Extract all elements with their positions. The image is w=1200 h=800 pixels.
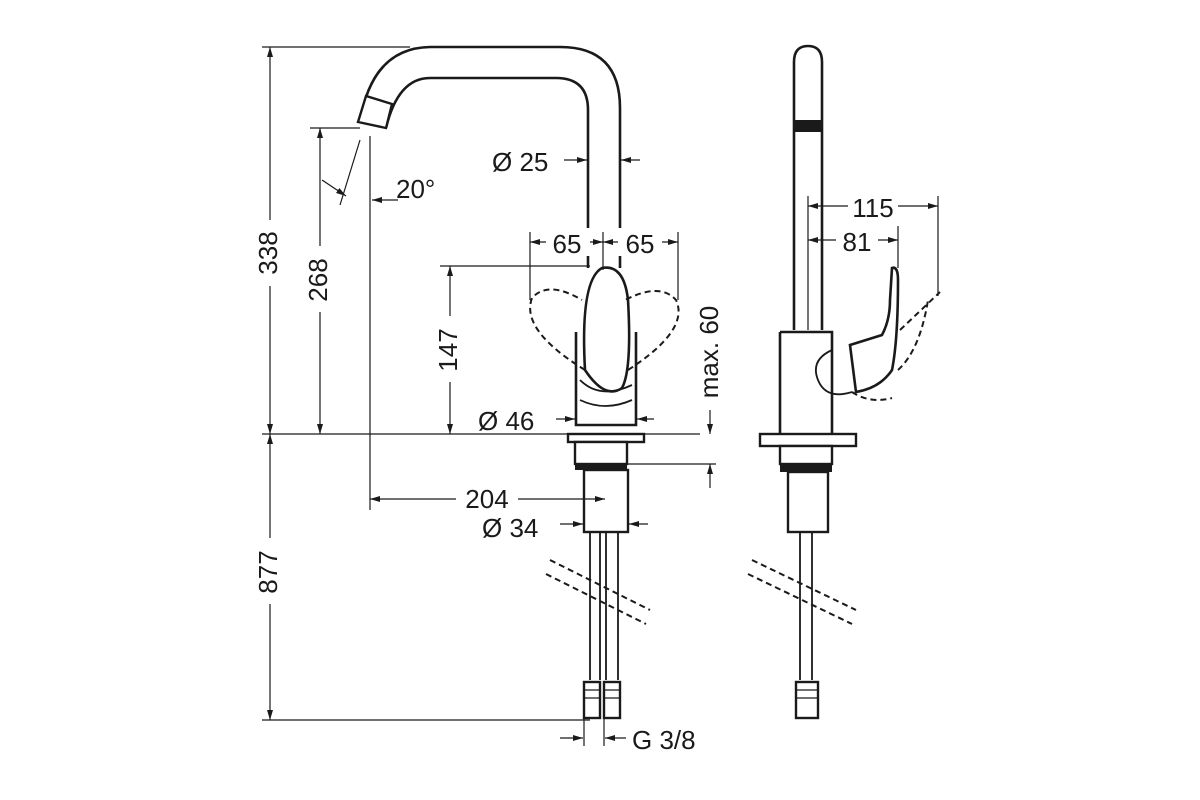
hose-connector-left	[582, 680, 602, 720]
side-spout	[792, 44, 824, 330]
dim-side-handle-reach: 81	[843, 227, 872, 257]
dim-spout-reach: 204	[465, 484, 508, 514]
front-view	[356, 45, 680, 720]
dim-connection-thread: G 3/8	[632, 725, 696, 755]
side-handle	[848, 266, 900, 394]
dim-lever-swing-right: 65	[626, 229, 655, 259]
dim-installation-depth: 877	[253, 550, 283, 593]
side-fixing-nut	[778, 444, 834, 466]
side-handle-swing	[851, 291, 941, 401]
dim-body-diameter: Ø 46	[478, 406, 534, 436]
dim-lever-height: 147	[433, 328, 463, 371]
dim-swivel-angle: 20°	[396, 174, 435, 204]
faucet-body	[574, 332, 638, 427]
hose-connector-right	[602, 680, 622, 720]
dim-spout-height: 268	[303, 258, 333, 301]
dim-shank-diameter: Ø 34	[482, 513, 538, 543]
lever-swing-left	[529, 288, 586, 371]
supply-hoses	[589, 532, 619, 680]
fixing-nut	[573, 440, 629, 466]
lever-handle	[582, 266, 631, 393]
side-break-lines	[747, 559, 857, 625]
side-aerator	[794, 120, 822, 132]
spout-outline	[358, 45, 622, 268]
shank	[582, 468, 630, 534]
front-dimensions: 338 268 147 877 20° Ø 25 65 65 Ø 46	[253, 46, 724, 755]
side-view	[747, 44, 941, 720]
side-body	[778, 330, 834, 434]
dim-max-deck-thickness: max. 60	[694, 306, 724, 399]
dim-spout-diameter: Ø 25	[492, 147, 548, 177]
dim-lever-swing-left: 65	[553, 229, 582, 259]
side-base-plate	[758, 432, 858, 448]
side-shank	[786, 470, 830, 534]
body-contour	[579, 379, 633, 407]
side-dimensions: 115 81	[807, 192, 939, 330]
dim-side-outer-reach: 115	[852, 193, 893, 223]
washer	[575, 464, 627, 470]
lever-swing-right	[624, 290, 680, 371]
dim-total-height: 338	[253, 231, 283, 274]
break-lines	[545, 559, 651, 625]
side-hose-connector	[794, 680, 820, 720]
aerator	[356, 94, 394, 130]
base-plate	[566, 432, 646, 444]
